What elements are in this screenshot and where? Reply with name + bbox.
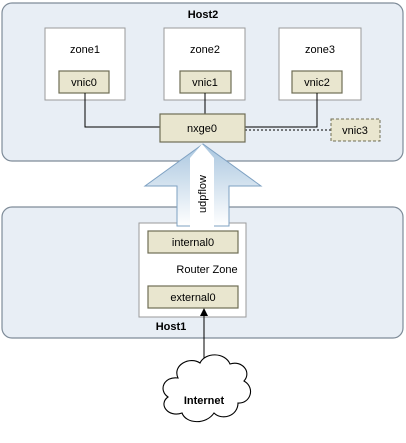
internet-label: Internet [184, 395, 225, 407]
nxge0-box [159, 113, 246, 143]
vnic0-link [84, 93, 160, 128]
vnic0-label: vnic0 [71, 77, 97, 89]
external0-box [147, 285, 239, 309]
host2-title: Host2 [188, 9, 219, 21]
zone3-label: zone3 [305, 44, 335, 56]
vnic2-label: vnic2 [304, 77, 330, 89]
vnic3-label: vnic3 [342, 125, 368, 137]
zone1-label: zone1 [70, 44, 100, 56]
vnic0-box [58, 70, 110, 94]
vnic2-link [245, 93, 318, 128]
vnic1-label: vnic1 [192, 77, 218, 89]
vnic3-box [330, 118, 381, 142]
udpflow-inner-arrow [190, 144, 214, 158]
external0-label: external0 [170, 292, 215, 304]
zone2-label: zone2 [190, 44, 220, 56]
nxge0-label: nxge0 [187, 123, 217, 135]
router-zone-label: Router Zone [176, 264, 237, 276]
internet-cloud [162, 354, 252, 423]
udpflow-label: udpflow [197, 175, 209, 213]
udpflow-label-bg [190, 158, 214, 230]
internal0-label: internal0 [172, 237, 214, 249]
internal0-box [147, 230, 239, 254]
host1-title: Host1 [156, 321, 187, 333]
